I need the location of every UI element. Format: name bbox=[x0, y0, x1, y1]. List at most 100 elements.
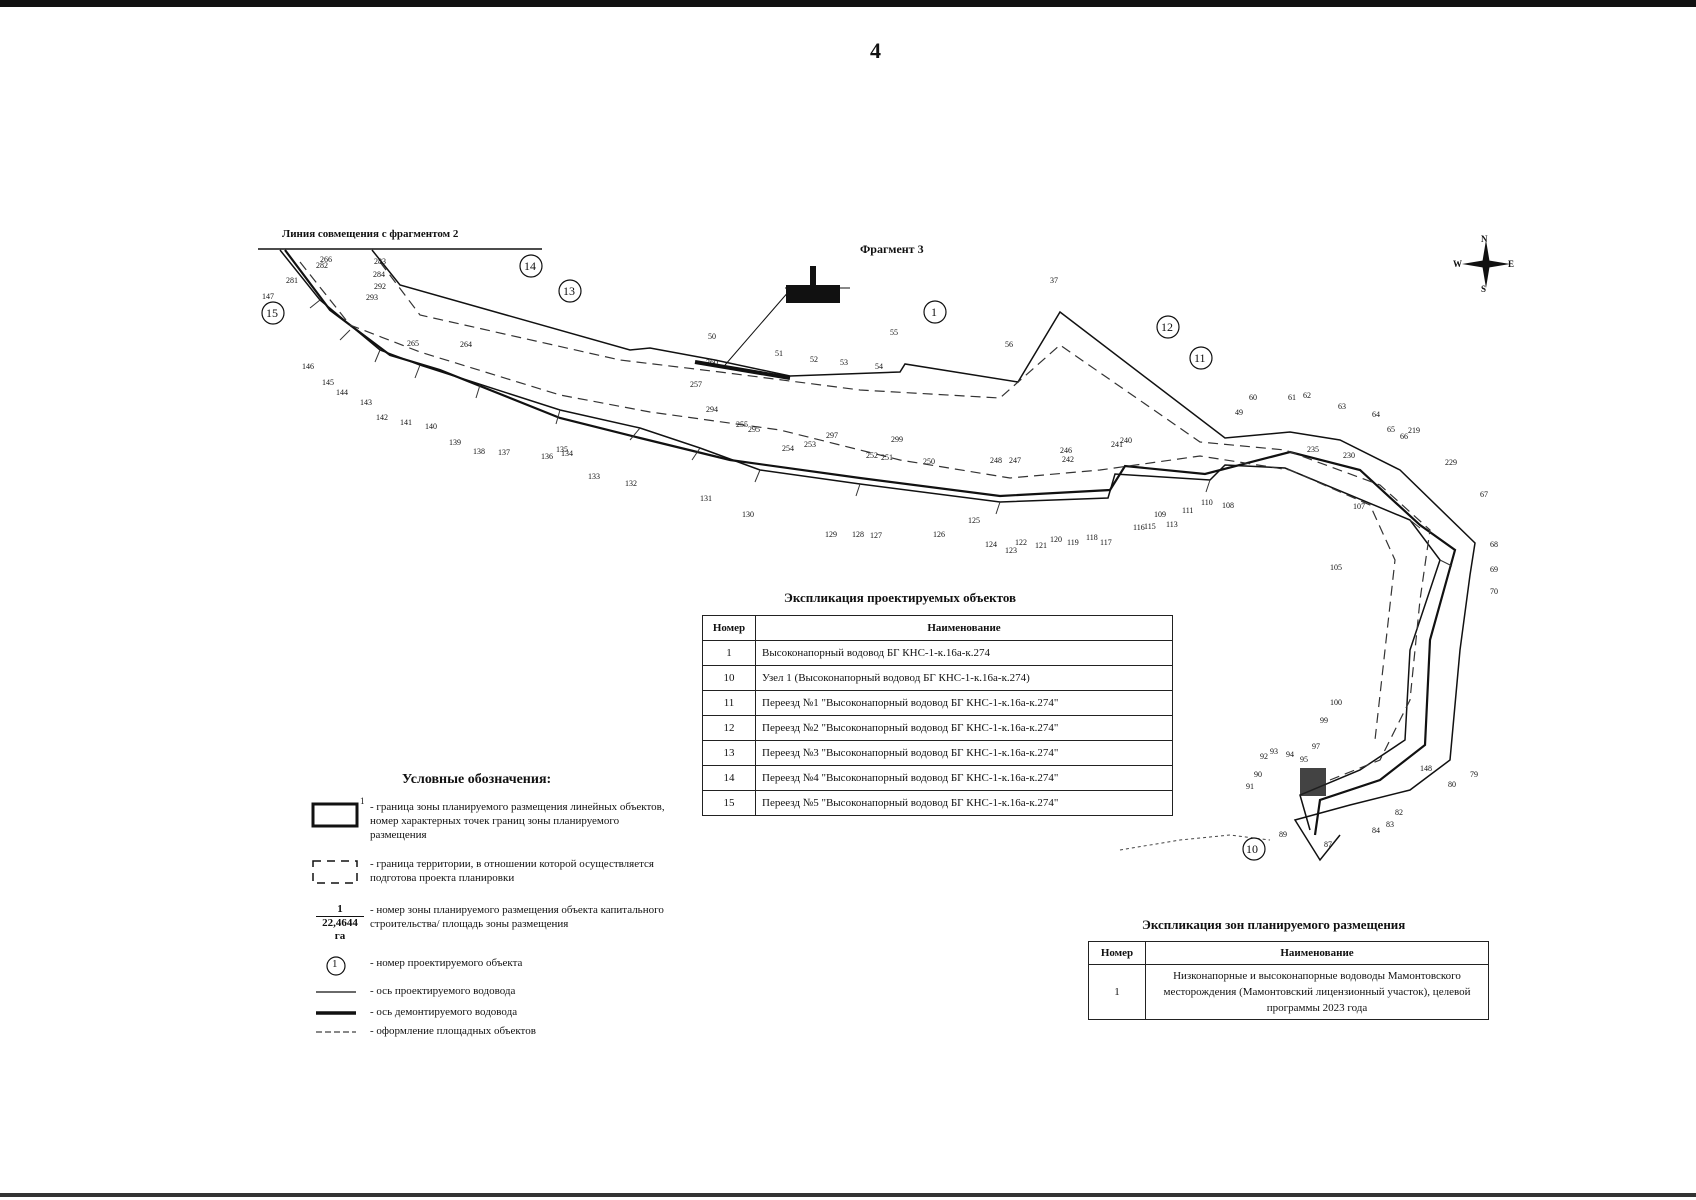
scan-top-edge bbox=[0, 0, 1696, 7]
point-label: 63 bbox=[1338, 402, 1346, 411]
point-label: 219 bbox=[1408, 426, 1420, 435]
page-number: 4 bbox=[870, 38, 881, 63]
point-label: 136 bbox=[541, 452, 553, 461]
point-label: 67 bbox=[1480, 490, 1488, 499]
point-label: 257 bbox=[690, 380, 702, 389]
point-label: 127 bbox=[870, 531, 882, 540]
point-label: 140 bbox=[425, 422, 437, 431]
redacted-marker bbox=[786, 285, 840, 303]
zones-table-title: Экспликация зон планируемого размещения bbox=[1142, 917, 1406, 932]
objects-cell-number: 13 bbox=[702, 740, 756, 766]
legend-item-zone-number: 1 22,4644 га - номер зоны планируемого р… bbox=[310, 903, 670, 943]
legend-item-demolished-axis: - ось демонтируемого водовода bbox=[310, 1005, 670, 1025]
alignment-line-label: Линия совмещения с фрагментом 2 bbox=[282, 228, 459, 240]
point-label: 118 bbox=[1086, 533, 1098, 542]
legend-text-area-objects: - оформление площадных объектов bbox=[370, 1025, 536, 1037]
point-label: 70 bbox=[1490, 587, 1498, 596]
object-marker-14 bbox=[519, 254, 543, 278]
point-label: 100 bbox=[1330, 698, 1342, 707]
point-label: 94 bbox=[1286, 750, 1294, 759]
object-marker-12-label: 12 bbox=[1161, 320, 1173, 334]
point-label: 115 bbox=[1144, 522, 1156, 531]
legend-circle-number: 1 bbox=[332, 958, 338, 970]
point-label: 49 bbox=[1235, 408, 1243, 417]
object-marker-13 bbox=[558, 279, 582, 303]
objects-cell-name: Переезд №4 "Высоконапорный водовод БГ КН… bbox=[755, 765, 1173, 791]
point-label: 53 bbox=[840, 358, 848, 367]
object-marker-1-label: 1 bbox=[931, 305, 937, 319]
point-label: 87 bbox=[1324, 840, 1332, 849]
point-label: 116 bbox=[1133, 523, 1145, 532]
object-marker-12 bbox=[1156, 315, 1180, 339]
point-label: 80 bbox=[1448, 780, 1456, 789]
point-label: 60 bbox=[1249, 393, 1257, 402]
point-label: 240 bbox=[1120, 436, 1132, 445]
point-label: 128 bbox=[852, 530, 864, 539]
point-label: 124 bbox=[985, 540, 997, 549]
point-label: 64 bbox=[1372, 410, 1380, 419]
point-label: 82 bbox=[1395, 808, 1403, 817]
point-label: 131 bbox=[700, 494, 712, 503]
objects-cell-number: 1 bbox=[702, 640, 756, 666]
point-label: 52 bbox=[810, 355, 818, 364]
point-label: 247 bbox=[1009, 456, 1021, 465]
point-label: 137 bbox=[498, 448, 510, 457]
point-label: 284 bbox=[373, 270, 385, 279]
point-label: 255 bbox=[736, 420, 748, 429]
legend-zone-number: 1 bbox=[337, 903, 343, 915]
zone-boundary-upper bbox=[371, 249, 1476, 862]
point-label: 283 bbox=[374, 257, 386, 266]
point-label: 125 bbox=[968, 516, 980, 525]
point-label: 251 bbox=[881, 453, 893, 462]
legend-item-pipeline-axis: - ось проектируемого водовода bbox=[310, 984, 670, 1004]
point-label: 95 bbox=[1300, 755, 1308, 764]
objects-header-number: Номер bbox=[702, 615, 756, 641]
point-label: 37 bbox=[1050, 276, 1058, 285]
point-label: 56 bbox=[1005, 340, 1013, 349]
hatch-line bbox=[1119, 834, 1271, 851]
point-label: 260 bbox=[706, 358, 718, 367]
node-10-cluster bbox=[1300, 768, 1326, 796]
point-label: 253 bbox=[804, 440, 816, 449]
objects-cell-name: Переезд №3 "Высоконапорный водовод БГ КН… bbox=[755, 740, 1173, 766]
point-label: 281 bbox=[286, 276, 298, 285]
point-label: 117 bbox=[1100, 538, 1112, 547]
legend-item-area-objects: - оформление площадных объектов bbox=[310, 1024, 670, 1044]
point-label: 265 bbox=[407, 339, 419, 348]
point-label: 97 bbox=[1312, 742, 1320, 751]
point-label: 107 bbox=[1353, 502, 1365, 511]
point-label: 109 bbox=[1154, 510, 1166, 519]
redacted-marker-stem bbox=[810, 266, 816, 286]
objects-cell-number: 11 bbox=[702, 690, 756, 716]
point-label: 145 bbox=[322, 378, 334, 387]
point-label: 79 bbox=[1470, 770, 1478, 779]
point-label: 105 bbox=[1330, 563, 1342, 572]
zone-boundary-box-icon bbox=[311, 802, 359, 828]
compass-s: S bbox=[1481, 284, 1487, 294]
objects-cell-name: Высоконапорный водовод БГ КНС-1-к.16а-к.… bbox=[755, 640, 1173, 666]
point-label: 135 bbox=[556, 445, 568, 454]
zones-cell-number: 1 bbox=[1088, 964, 1146, 1020]
point-label: 89 bbox=[1279, 830, 1287, 839]
point-label: 134 bbox=[561, 449, 573, 458]
object-marker-15-label: 15 bbox=[266, 306, 278, 320]
point-label: 295 bbox=[748, 425, 760, 434]
point-label: 51 bbox=[775, 349, 783, 358]
objects-header-name: Наименование bbox=[755, 615, 1173, 641]
territory-boundary-dashed bbox=[379, 261, 1431, 781]
legend-point-number: 1 bbox=[360, 796, 365, 806]
territory-boundary-dashed-lower bbox=[299, 261, 1396, 741]
point-label: 130 bbox=[742, 510, 754, 519]
demolished-segment bbox=[694, 360, 791, 380]
legend-title: Условные обозначения: bbox=[402, 772, 552, 787]
point-label: 55 bbox=[890, 328, 898, 337]
zones-header-name: Наименование bbox=[1145, 941, 1489, 965]
thick-line-icon bbox=[316, 1011, 356, 1015]
point-label: 229 bbox=[1445, 458, 1457, 467]
point-label: 120 bbox=[1050, 535, 1062, 544]
point-label: 250 bbox=[923, 457, 935, 466]
